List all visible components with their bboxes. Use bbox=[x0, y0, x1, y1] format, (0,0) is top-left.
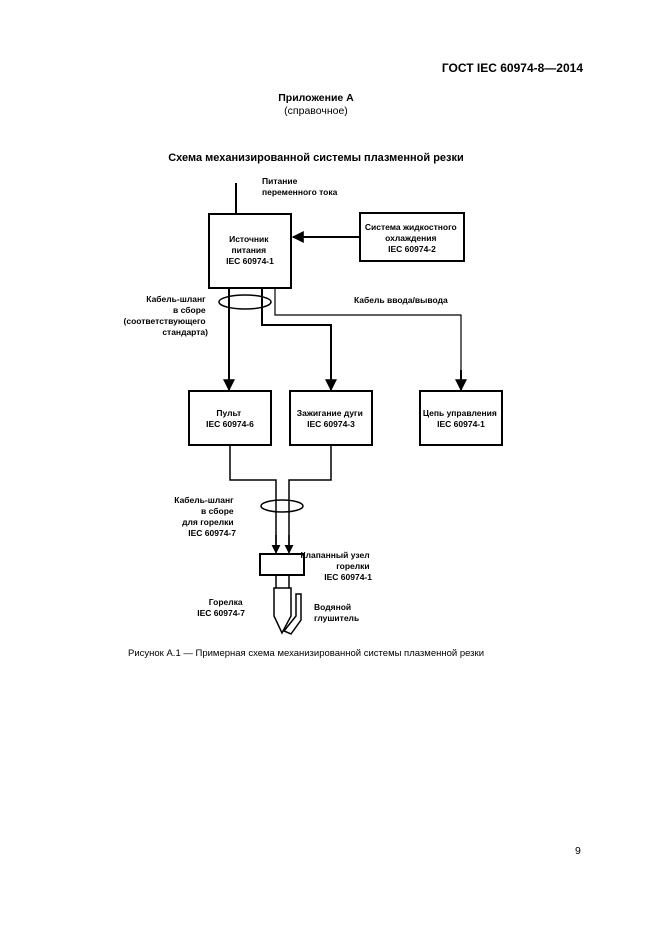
cable-bundle-label: Кабель-шланг в сборе (соответствующего с… bbox=[124, 294, 209, 337]
torch-cable-ellipse bbox=[260, 499, 304, 513]
ignition-to-valve-line bbox=[288, 445, 332, 552]
console-box bbox=[188, 390, 272, 446]
water-muffler-shape bbox=[282, 593, 302, 635]
console-to-valve-line bbox=[229, 445, 277, 552]
figure-caption: Рисунок А.1 — Примерная схема механизиро… bbox=[128, 648, 484, 659]
power-source-label: Источник питания IEC 60974-1 bbox=[226, 234, 274, 266]
annex-subtitle: (справочное) bbox=[284, 105, 348, 117]
document-id: ГОСТ IEC 60974-8—2014 bbox=[441, 61, 583, 75]
annex-title: Приложение А bbox=[278, 92, 354, 104]
cooling-system-label: Система жидкостного охлаждения IEC 60974… bbox=[365, 222, 459, 254]
power-input-label: Питание переменного тока bbox=[262, 176, 338, 197]
control-circuit-box bbox=[419, 390, 503, 446]
water-muffler-label: Водяной глушитель bbox=[314, 602, 359, 623]
io-cable-line bbox=[274, 288, 462, 390]
torch-label: Горелка IEC 60974-7 bbox=[197, 597, 245, 618]
section-title: Схема механизированной системы плазменно… bbox=[168, 152, 464, 164]
power-source-box bbox=[208, 213, 292, 289]
arc-ignition-label: Зажигание дуги IEC 60974-3 bbox=[297, 408, 365, 429]
torch-cable-label: Кабель-шланг в сборе для горелки IEC 609… bbox=[174, 495, 236, 538]
valve-unit-label: Клапанный узел горелки IEC 60974-1 bbox=[300, 550, 372, 582]
torch-shape bbox=[273, 587, 292, 635]
console-label: Пульт IEC 60974-6 bbox=[206, 408, 254, 429]
control-circuit-label: Цепь управления IEC 60974-1 bbox=[423, 408, 499, 429]
io-cable-label: Кабель ввода/вывода bbox=[354, 295, 448, 305]
cable-to-ignition bbox=[261, 288, 332, 390]
page-number: 9 bbox=[575, 845, 581, 857]
valve-unit-box bbox=[259, 553, 305, 576]
cable-bundle-ellipse bbox=[218, 294, 272, 310]
arc-ignition-box bbox=[289, 390, 373, 446]
